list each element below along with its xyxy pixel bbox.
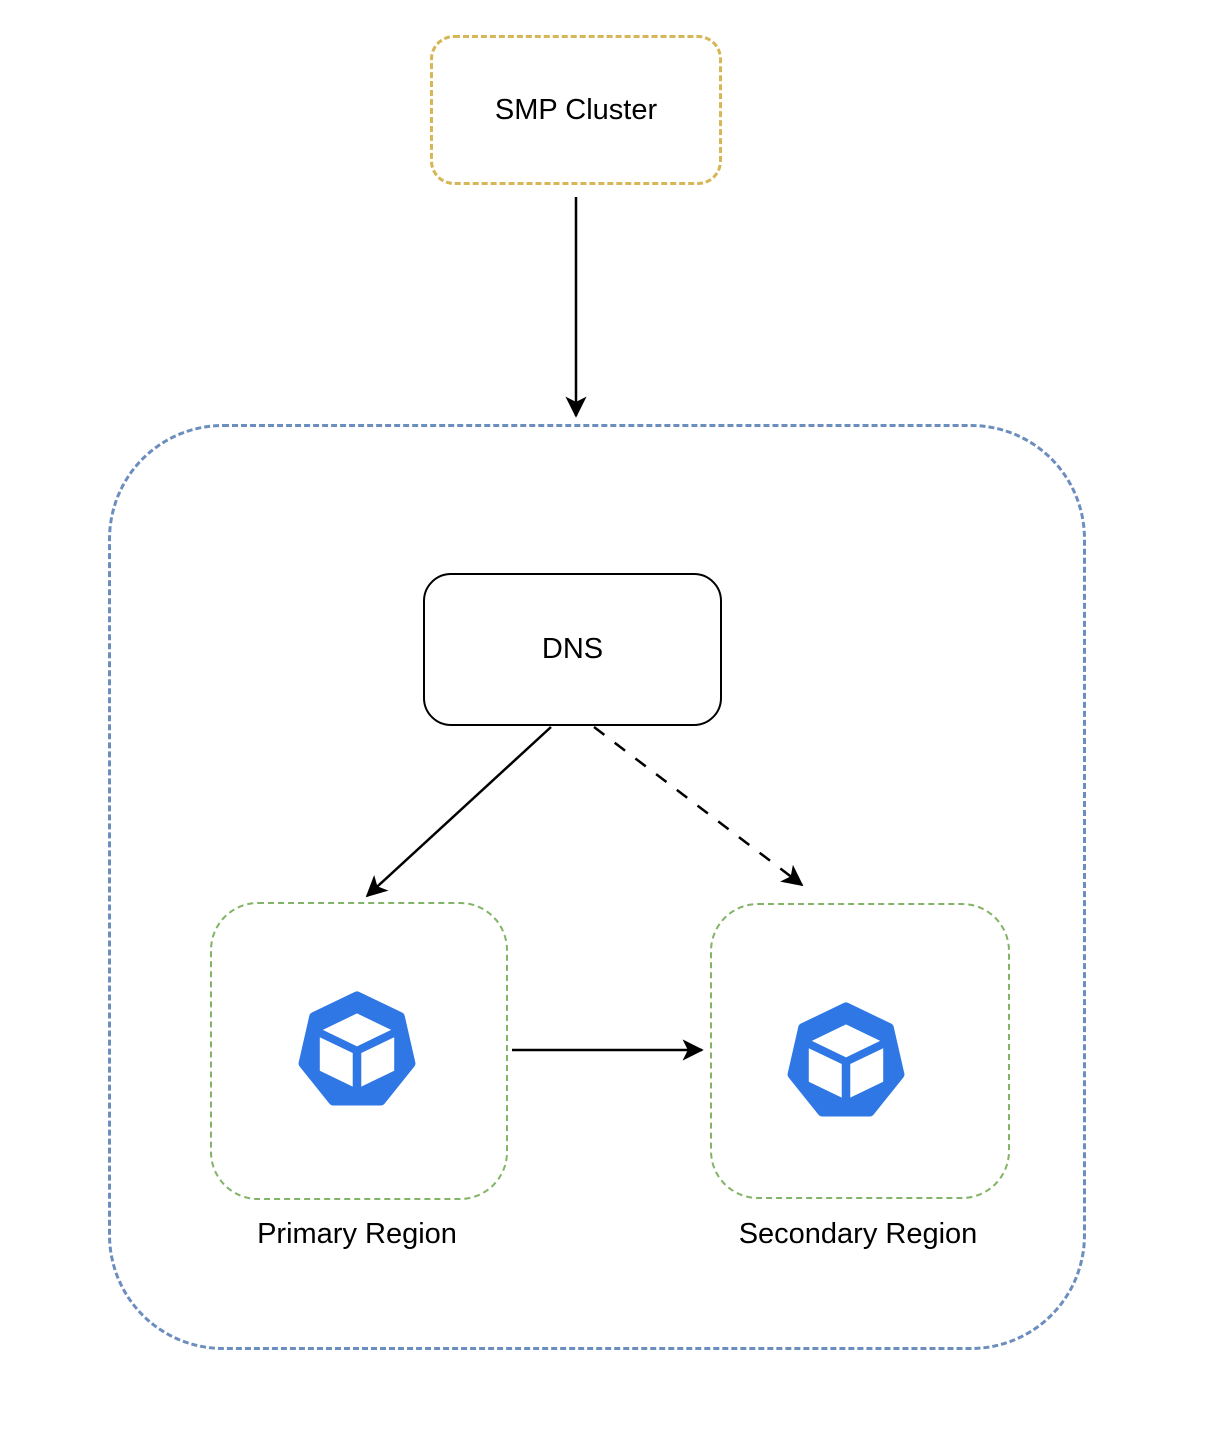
primary-region-box[interactable]	[210, 902, 508, 1200]
secondary-region-label: Secondary Region	[738, 1218, 978, 1250]
cluster-container-box[interactable]	[108, 424, 1086, 1350]
secondary-region-box[interactable]	[710, 903, 1010, 1199]
smp-cluster-label: SMP Cluster	[494, 93, 658, 126]
smp-cluster-node[interactable]: SMP Cluster	[430, 35, 722, 185]
dns-label: DNS	[541, 633, 604, 665]
primary-region-label: Primary Region	[257, 1218, 457, 1250]
kubernetes-node-icon	[298, 991, 416, 1106]
kubernetes-node-icon	[787, 1002, 905, 1117]
dns-node[interactable]: DNS	[423, 573, 722, 726]
